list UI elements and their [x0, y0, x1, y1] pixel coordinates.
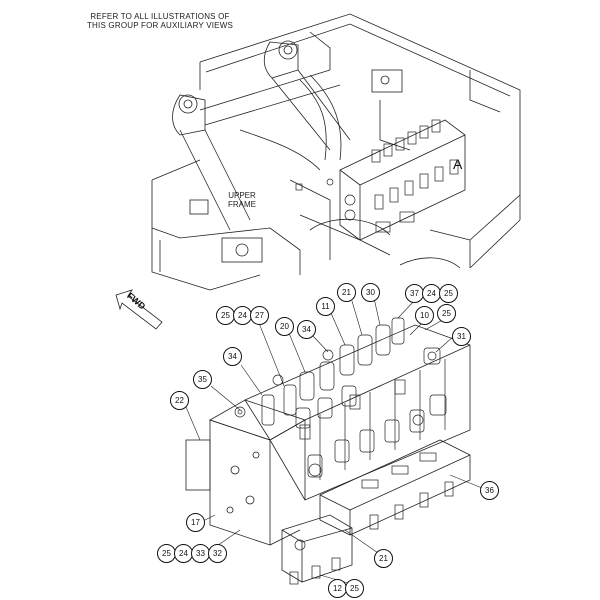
callout-c6: 11: [316, 297, 335, 316]
note-line-2: THIS GROUP FOR AUXILIARY VIEWS: [86, 21, 234, 30]
note-line-1: REFER TO ALL ILLUSTRATIONS OF: [90, 12, 230, 21]
callout-c13: 25: [437, 304, 456, 323]
callout-c4: 20: [275, 317, 294, 336]
callout-c16: 35: [193, 370, 212, 389]
callout-c18: 36: [480, 481, 499, 500]
callout-c24: 32: [208, 544, 227, 563]
callout-c8: 30: [361, 283, 380, 302]
callout-c5: 34: [297, 320, 316, 339]
callout-c3: 27: [250, 306, 269, 325]
control-valve-assembly: [185, 297, 483, 585]
callout-c17: 22: [170, 391, 189, 410]
callout-c2: 24: [233, 306, 252, 325]
callout-c11: 25: [439, 284, 458, 303]
auxiliary-views-note: REFER TO ALL ILLUSTRATIONS OF THIS GROUP…: [60, 12, 260, 30]
frame-label-line-1: UPPER: [228, 191, 256, 200]
upper-frame-label: UPPER FRAME: [212, 191, 272, 209]
view-a-label: A: [453, 156, 463, 172]
callout-c14: 31: [452, 327, 471, 346]
upper-frame-drawing: [151, 13, 521, 291]
callout-c12: 10: [415, 306, 434, 325]
callout-c23: 33: [191, 544, 210, 563]
callout-c20: 21: [374, 549, 393, 568]
callout-c19: 17: [186, 513, 205, 532]
callout-c7: 21: [337, 283, 356, 302]
frame-label-line-2: FRAME: [228, 200, 256, 209]
forward-arrow: [115, 289, 163, 330]
callout-c26: 25: [345, 579, 364, 598]
callout-c15: 34: [223, 347, 242, 366]
